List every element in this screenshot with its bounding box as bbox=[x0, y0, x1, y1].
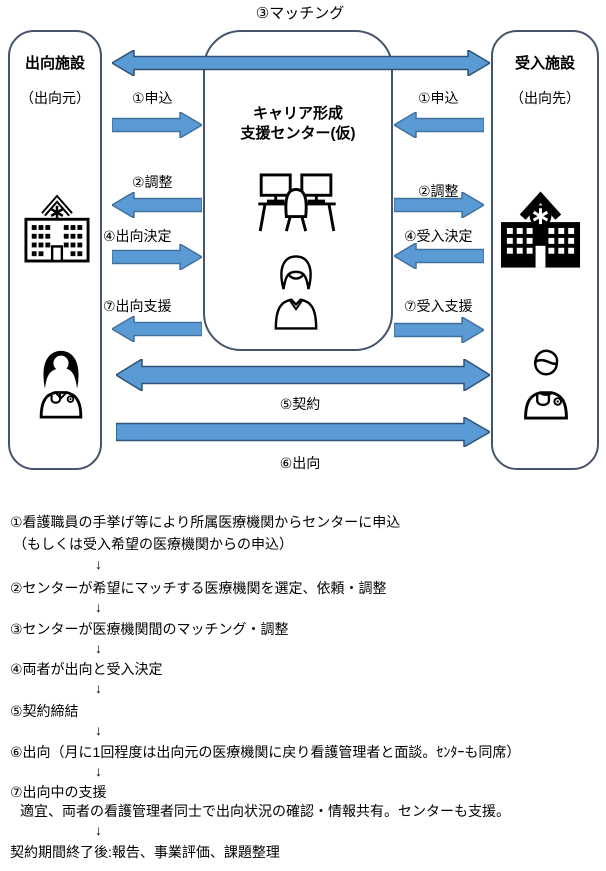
step-5: ⑤契約締結 bbox=[10, 703, 79, 719]
step-1: ①看護職員の手挙げ等により所属医療機関からセンターに申込 bbox=[10, 514, 401, 530]
left-decision-label: ④出向決定 bbox=[103, 228, 172, 244]
left-adjust-label: ②調整 bbox=[132, 174, 173, 190]
down-arrow-5: ↓ bbox=[95, 722, 102, 738]
right-adjust-arrow bbox=[394, 192, 484, 218]
right-apply-label: ①申込 bbox=[418, 90, 459, 106]
receiving-facility-subtitle: （出向先） bbox=[510, 90, 580, 106]
step-7-note: 適宜、両者の看護管理者同士で出向状況の確認・情報共有。センターも支援。 bbox=[20, 803, 510, 819]
hospital-outline-icon bbox=[24, 194, 90, 263]
support-center-title-line1: キャリア形成 bbox=[252, 105, 343, 122]
right-decision-arrow bbox=[394, 243, 484, 269]
left-adjust-arrow bbox=[112, 192, 202, 218]
left-support-arrow bbox=[112, 316, 202, 342]
support-center-title: キャリア形成 支援センター(仮) bbox=[203, 104, 393, 144]
hospital-filled-icon bbox=[500, 191, 581, 268]
male-nurse-icon bbox=[524, 349, 568, 420]
left-support-label: ⑦出向支援 bbox=[103, 298, 172, 314]
dispatch-arrow bbox=[116, 417, 490, 447]
matching-flow-label: ③マッチング bbox=[255, 5, 345, 22]
step-1-note: （もしくは受入希望の医療機関からの申込） bbox=[13, 536, 293, 552]
step-after-contract: 契約期間終了後:報告、事業評価、課題整理 bbox=[10, 844, 280, 860]
dispatching-facility-title: 出向施設 bbox=[24, 55, 85, 72]
female-nurse-icon bbox=[39, 350, 83, 419]
right-apply-arrow bbox=[394, 112, 484, 138]
right-adjust-label: ②調整 bbox=[418, 183, 459, 199]
right-support-label: ⑦受入支援 bbox=[404, 298, 473, 314]
step-2: ②センターが希望にマッチする医療機関を選定、依頼・調整 bbox=[10, 580, 387, 596]
step-6: ⑥出向（月に1回程度は出向元の医療機関に戻り看護管理者と面談。ｾﾝﾀｰも同席） bbox=[10, 744, 521, 760]
matching-double-arrow bbox=[112, 50, 490, 76]
down-arrow-6: ↓ bbox=[95, 763, 102, 779]
receiving-facility-title: 受入施設 bbox=[514, 55, 575, 72]
down-arrow-2: ↓ bbox=[95, 599, 102, 615]
down-arrow-3: ↓ bbox=[95, 640, 102, 656]
down-arrow-1: ↓ bbox=[95, 556, 102, 572]
right-support-arrow bbox=[394, 317, 484, 343]
dispatching-facility-subtitle: （出向元） bbox=[20, 90, 90, 106]
step-4: ④両者が出向と受入決定 bbox=[10, 661, 163, 677]
left-apply-arrow bbox=[112, 112, 202, 138]
left-apply-label: ①申込 bbox=[132, 90, 173, 106]
down-arrow-7: ↓ bbox=[95, 822, 102, 838]
contract-double-arrow bbox=[116, 359, 490, 391]
dispatch-label: ⑥出向 bbox=[279, 455, 321, 471]
left-decision-arrow bbox=[112, 244, 202, 270]
down-arrow-4: ↓ bbox=[95, 680, 102, 696]
contract-label: ⑤契約 bbox=[279, 396, 321, 412]
support-center-title-line2: 支援センター(仮) bbox=[240, 125, 356, 142]
step-3: ③センターが医療機関間のマッチング・調整 bbox=[10, 621, 289, 637]
step-7: ⑦出向中の支援 bbox=[10, 784, 107, 800]
coordinator-woman-icon bbox=[274, 255, 318, 330]
workstation-icon bbox=[258, 173, 336, 232]
right-decision-label: ④受入決定 bbox=[404, 228, 473, 244]
